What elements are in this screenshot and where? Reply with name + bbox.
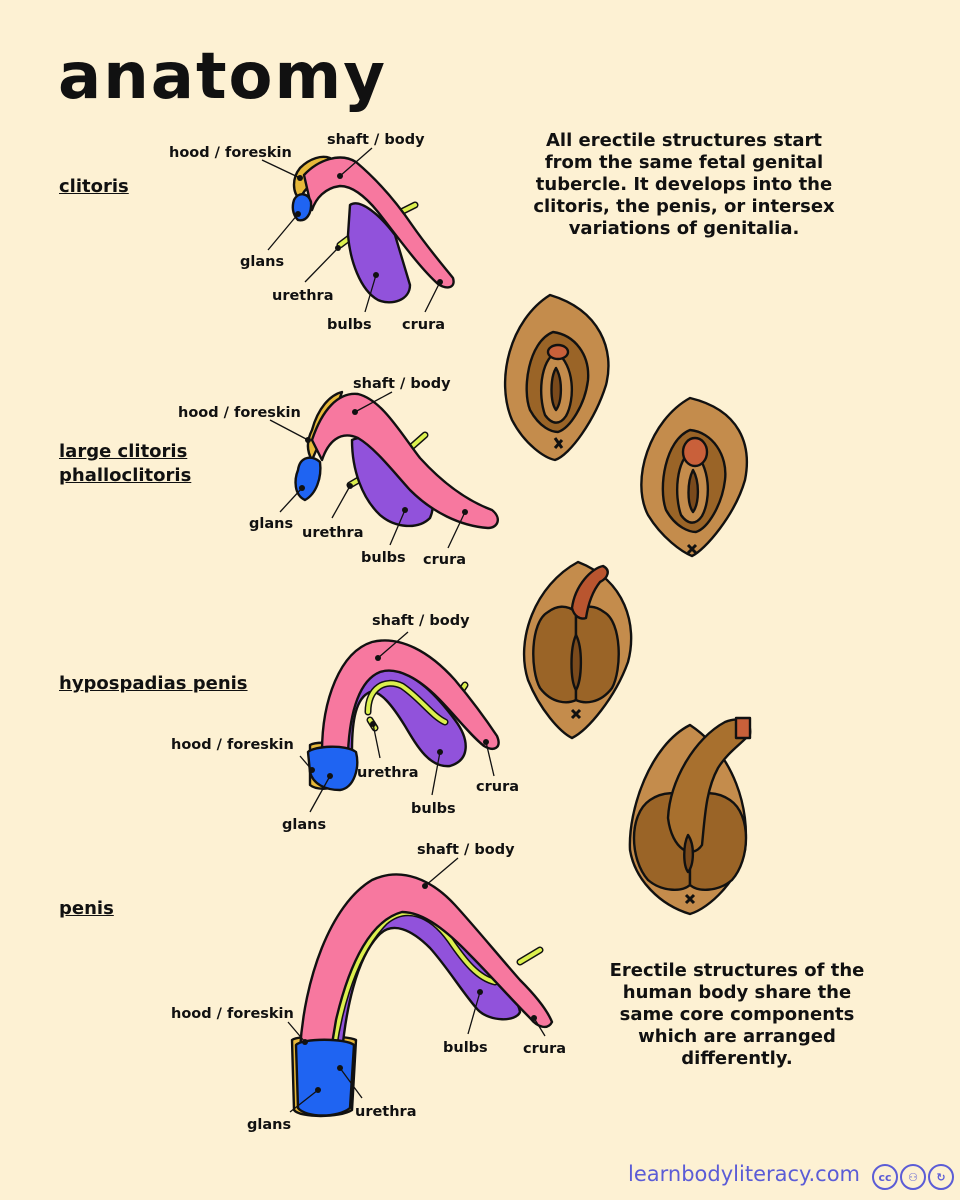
section-label-penis: penis [59, 898, 114, 919]
label-crura-large: crura [423, 552, 466, 568]
section-label-clitoris: clitoris [59, 176, 129, 197]
label-hood-clitoris: hood / foreskin [169, 145, 292, 161]
external-view-1 [503, 293, 610, 462]
diagram-penis [290, 873, 554, 1118]
labels-large-clitoris: hood / foreskin shaft / body glans ureth… [178, 376, 468, 568]
label-crura-hypospadias: crura [476, 779, 519, 795]
page-title: anatomy [58, 40, 387, 114]
label-shaft-clitoris: shaft / body [327, 132, 425, 148]
diagram-clitoris [291, 155, 455, 304]
label-bulbs-large: bulbs [361, 550, 406, 566]
labels-clitoris: hood / foreskin shaft / body glans ureth… [169, 132, 445, 333]
label-crura-clitoris: crura [402, 317, 445, 333]
label-phalloclitoris: phalloclitoris [59, 465, 192, 486]
label-bulbs-penis: bulbs [443, 1040, 488, 1056]
label-shaft-penis: shaft / body [417, 842, 515, 858]
external-view-3 [522, 560, 633, 740]
label-bulbs-clitoris: bulbs [327, 317, 372, 333]
label-crura-penis: crura [523, 1041, 566, 1057]
external-view-4 [628, 716, 752, 916]
labels-hypospadias: hood / foreskin shaft / body glans ureth… [171, 613, 519, 833]
shaft-shape [302, 156, 455, 289]
label-urethra-penis: urethra [355, 1104, 417, 1120]
label-glans-penis: glans [247, 1117, 291, 1133]
label-urethra-hypospadias: urethra [357, 765, 419, 781]
section-label-large-clitoris: large clitoris phalloclitoris [59, 440, 191, 488]
footer-site[interactable]: learnbodyliteracy.com [628, 1162, 860, 1186]
label-hood-large: hood / foreskin [178, 405, 301, 421]
label-glans-hypospadias: glans [282, 817, 326, 833]
cc-icon: cc [872, 1164, 898, 1190]
by-icon: ⚇ [900, 1164, 926, 1190]
label-hood-hypospadias: hood / foreskin [171, 737, 294, 753]
label-bulbs-hypospadias: bulbs [411, 801, 456, 817]
section-label-hypospadias: hypospadias penis [59, 673, 248, 694]
diagram-large-clitoris [294, 390, 499, 530]
label-shaft-large: shaft / body [353, 376, 451, 392]
intro-text: All erectile structures start from the s… [533, 130, 835, 239]
external-view-2 [640, 396, 749, 558]
label-hood-penis: hood / foreskin [171, 1006, 294, 1022]
labels-penis: hood / foreskin shaft / body glans ureth… [171, 842, 566, 1133]
label-urethra-large: urethra [302, 525, 364, 541]
label-large-clitoris: large clitoris [59, 441, 188, 462]
outro-text: Erectile structures of the human body sh… [609, 960, 865, 1069]
label-shaft-hypospadias: shaft / body [372, 613, 470, 629]
sa-icon: ↻ [928, 1164, 954, 1190]
label-glans-large: glans [249, 516, 293, 532]
bulbs-shape [346, 202, 412, 304]
label-urethra-clitoris: urethra [272, 288, 334, 304]
label-glans-clitoris: glans [240, 254, 284, 270]
